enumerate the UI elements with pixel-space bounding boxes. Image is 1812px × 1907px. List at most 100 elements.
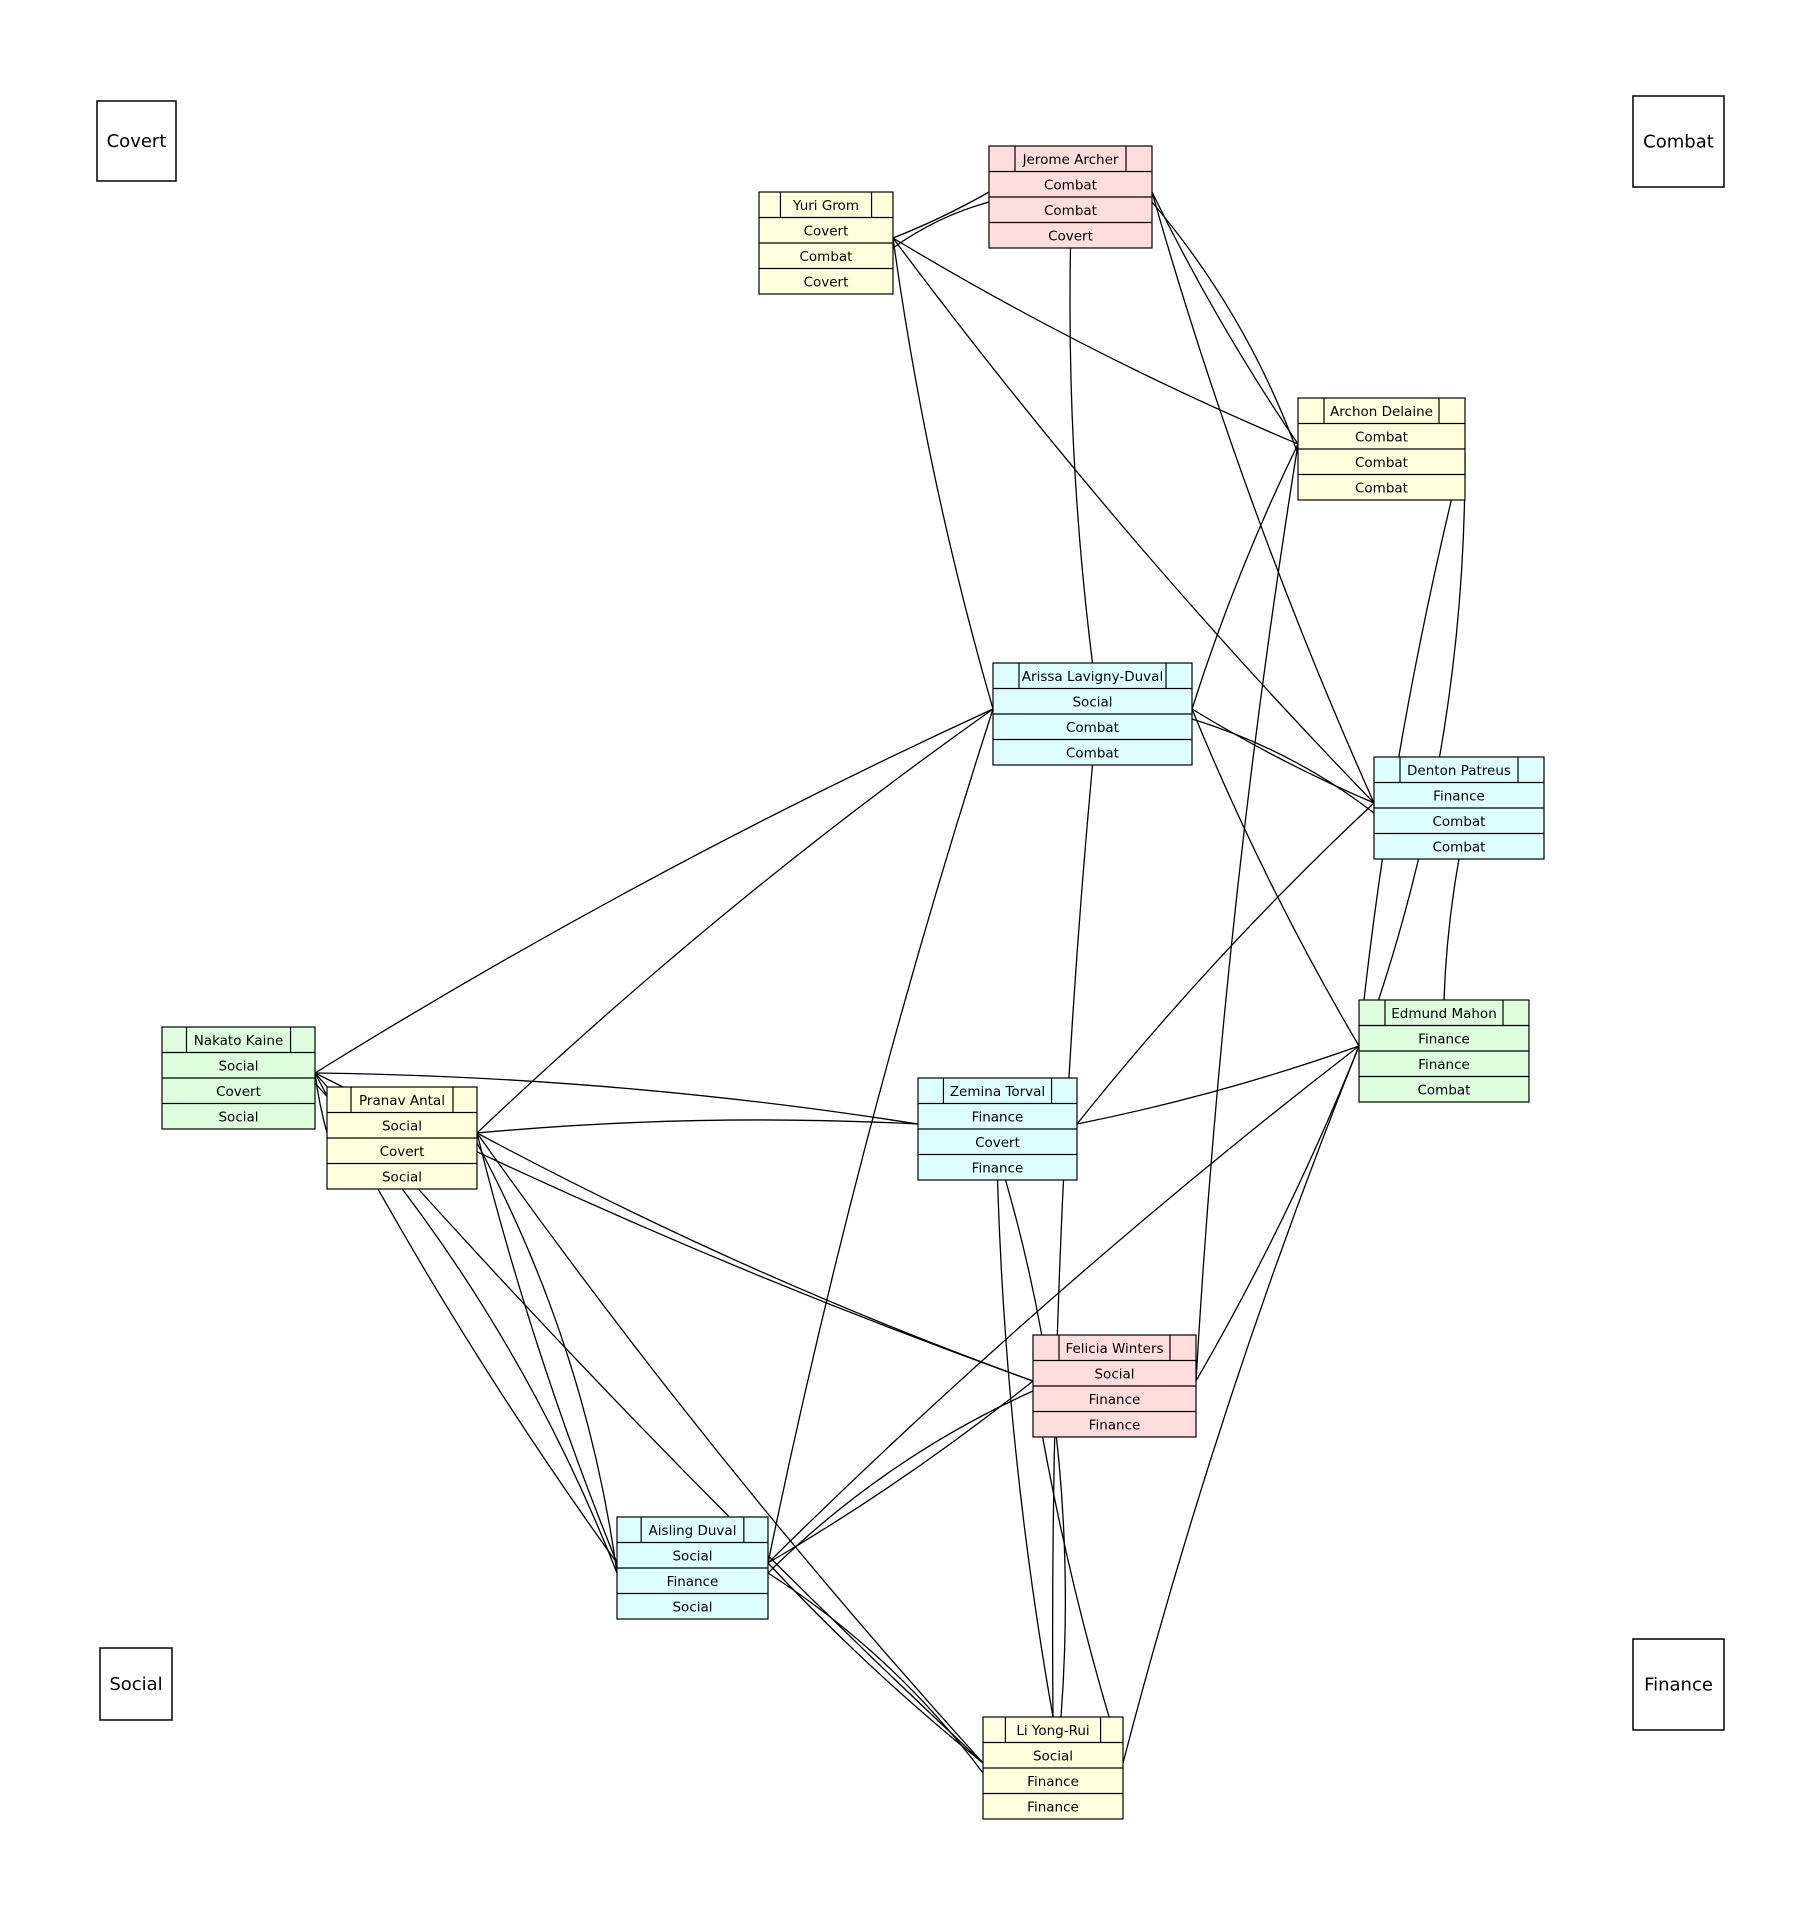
edge-zemina-nakato <box>314 1072 919 1125</box>
edge-jerome-archon <box>1151 191 1299 445</box>
node-row-1: Social <box>1033 1748 1073 1764</box>
edge-arissa-edmund <box>1191 708 1360 1047</box>
edge-aisling-felicia <box>767 1390 1034 1574</box>
node-row-3: Combat <box>1418 1082 1471 1098</box>
edge-archon-edmund <box>1358 443 1466 1047</box>
edge-edmund-li <box>1122 1045 1360 1764</box>
edge-yuri-jerome <box>892 201 990 249</box>
node-row-2: Combat <box>1355 455 1408 471</box>
node-row-3: Covert <box>1048 228 1093 244</box>
node-row-3: Social <box>672 1599 712 1615</box>
edge-nakato-pranav <box>314 1072 328 1134</box>
node-title: Arissa Lavigny-Duval <box>1022 669 1163 685</box>
edge-felicia-li <box>1032 1380 1124 1764</box>
node-row-1: Combat <box>1044 177 1097 193</box>
edge-arissa-denton <box>1191 708 1375 804</box>
edge-zemina-li <box>1004 1179 1067 1718</box>
node-row-3: Finance <box>972 1160 1024 1176</box>
edge-arissa-nakato <box>314 708 994 1074</box>
edge-denton-edmund <box>1443 858 1460 1001</box>
edge-zemina-pranav <box>476 1119 919 1134</box>
edge-pranav-felicia <box>476 1132 1034 1382</box>
edge-zemina-li <box>996 1179 1054 1718</box>
node-row-1: Social <box>1094 1366 1134 1382</box>
node-title: Li Yong-Rui <box>1016 1723 1089 1739</box>
node-title: Felicia Winters <box>1065 1341 1163 1357</box>
corner-box-finance: Finance <box>1632 1638 1725 1731</box>
node-row-2: Combat <box>800 249 853 265</box>
edge-yuri-jerome <box>892 191 990 239</box>
edge-zemina-edmund <box>1076 1045 1360 1125</box>
node-row-3: Combat <box>1355 480 1408 496</box>
edge-felicia-edmund <box>1195 1045 1360 1382</box>
node-row-1: Finance <box>1418 1031 1470 1047</box>
node-row-1: Social <box>218 1058 258 1074</box>
edge-arissa-li <box>1051 764 1094 1718</box>
node-row-2: Finance <box>1418 1057 1470 1073</box>
node-row-2: Combat <box>1044 203 1097 219</box>
node-row-3: Covert <box>804 274 849 290</box>
edge-archon-edmund <box>1358 453 1466 1057</box>
node-title: Nakato Kaine <box>194 1033 284 1049</box>
node-row-2: Covert <box>380 1144 425 1160</box>
node-title: Denton Patreus <box>1407 763 1511 779</box>
node-row-2: Finance <box>1027 1774 1079 1790</box>
corner-frame <box>96 100 177 182</box>
node-title: Zemina Torval <box>950 1084 1045 1100</box>
node-row-2: Covert <box>216 1084 261 1100</box>
node-title: Pranav Antal <box>359 1093 445 1109</box>
node-row-3: Social <box>218 1109 258 1125</box>
edge-jerome-arissa <box>1069 247 1094 664</box>
corner-frame <box>1632 95 1725 188</box>
node-row-3: Social <box>382 1169 422 1185</box>
node-row-1: Covert <box>804 223 849 239</box>
corner-frame <box>1632 1638 1725 1731</box>
edge-archon-arissa <box>1191 443 1299 710</box>
node-row-2: Finance <box>1089 1392 1141 1408</box>
node-row-1: Finance <box>972 1109 1024 1125</box>
node-row-3: Combat <box>1066 745 1119 761</box>
edge-aisling-li <box>767 1572 984 1774</box>
node-row-2: Covert <box>975 1135 1020 1151</box>
edge-denton-zemina <box>1076 802 1375 1125</box>
node-row-1: Social <box>1072 694 1112 710</box>
node-row-2: Finance <box>667 1574 719 1590</box>
edge-yuri-archon <box>892 237 1299 445</box>
node-title: Yuri Grom <box>792 198 859 214</box>
edge-layer <box>314 191 1466 1774</box>
node-title: Edmund Mahon <box>1391 1006 1497 1022</box>
node-row-1: Social <box>672 1548 712 1564</box>
edge-jerome-archon <box>1151 201 1299 455</box>
corner-label: Social <box>109 1674 162 1695</box>
edge-arissa-pranav <box>476 708 994 1134</box>
corner-label: Covert <box>107 131 167 152</box>
edge-pranav-aisling <box>476 1132 618 1564</box>
edge-jerome-denton <box>1151 191 1375 804</box>
node-row-2: Combat <box>1433 814 1486 830</box>
corner-box-covert: Covert <box>96 100 177 182</box>
corner-label: Finance <box>1644 1675 1713 1696</box>
edge-yuri-denton <box>892 237 1375 804</box>
node-row-3: Finance <box>1027 1799 1079 1815</box>
edge-yuri-arissa <box>892 237 994 710</box>
node-row-1: Social <box>382 1118 422 1134</box>
edge-edmund-aisling <box>767 1045 1360 1564</box>
corner-frame <box>99 1647 173 1721</box>
corner-box-social: Social <box>99 1647 173 1721</box>
node-title: Archon Delaine <box>1330 404 1433 420</box>
